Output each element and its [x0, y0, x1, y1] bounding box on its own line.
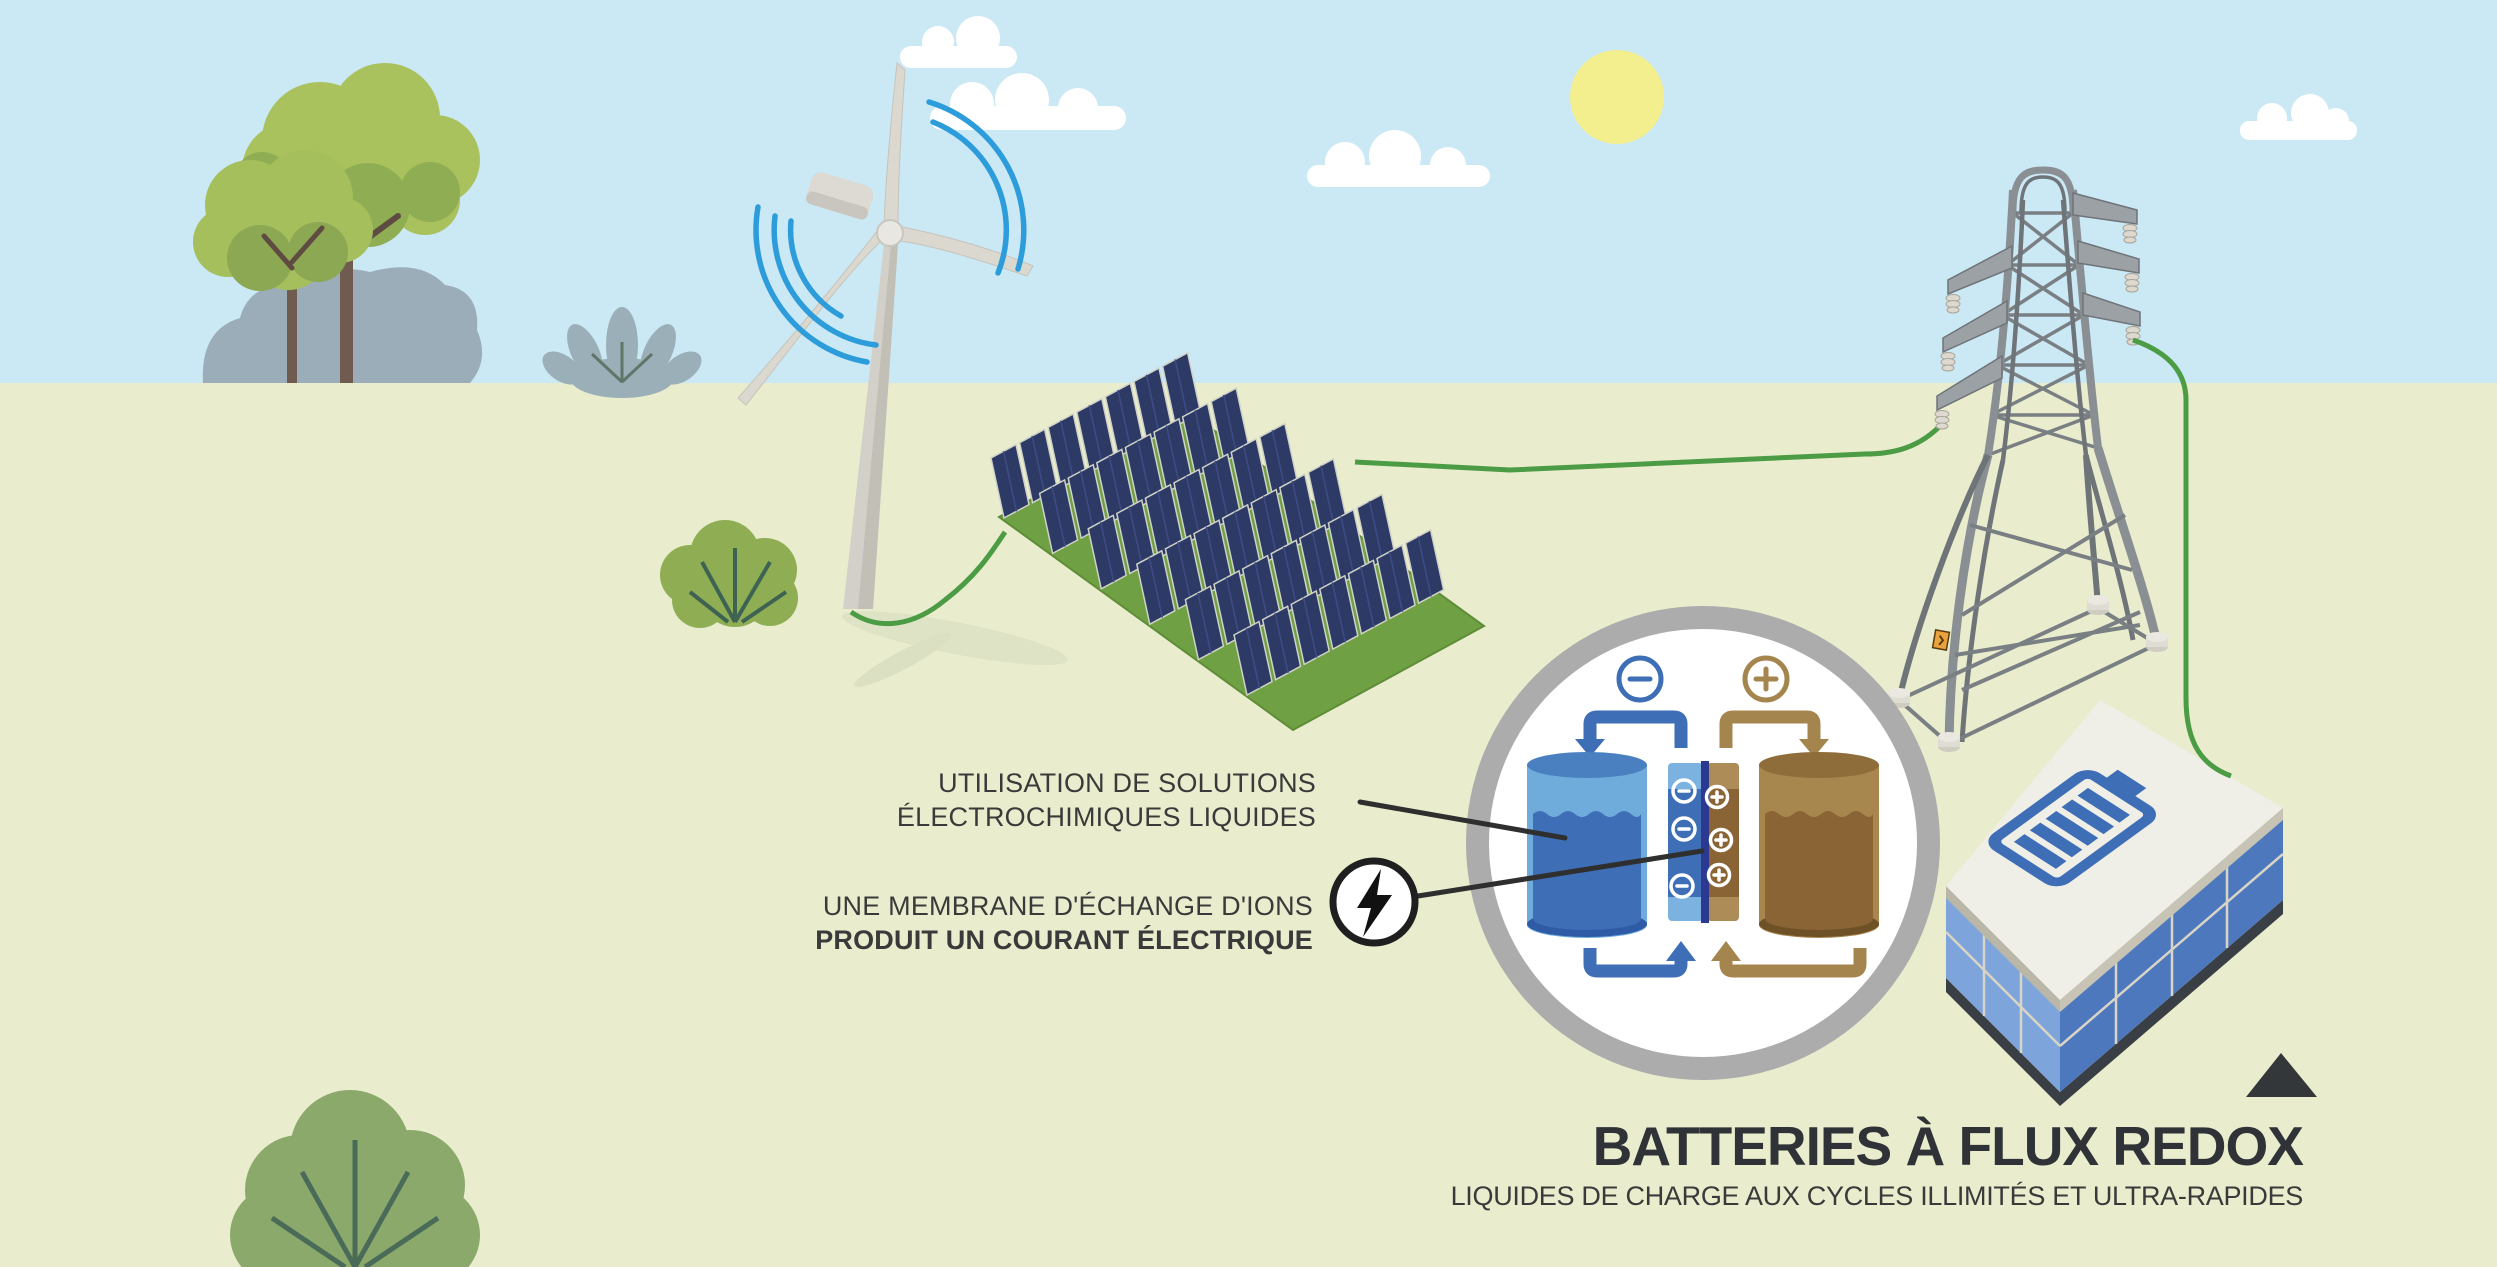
building-roof	[1946, 700, 2283, 1000]
anion-icons	[1669, 778, 1697, 899]
arrow-brown-top	[1719, 710, 1829, 757]
cation-icons	[1704, 784, 1734, 888]
pylon-arms	[1936, 192, 2141, 412]
electrolyte-tank-positive	[1759, 752, 1879, 938]
tree-icon	[193, 150, 373, 383]
pylon-foot	[2146, 632, 2168, 652]
transmission-pylon	[1888, 166, 2168, 752]
warning-sign-icon	[1931, 629, 1951, 651]
pylon-bracing	[1987, 211, 2099, 457]
ion-exchange-membrane	[1701, 761, 1709, 923]
leader-line-solutions	[1357, 799, 1568, 841]
gray-splat-bush	[542, 307, 702, 398]
rotation-arcs-icon	[753, 99, 1027, 365]
wire-solar-to-pylon	[1354, 422, 1944, 473]
cloud-icon	[1307, 130, 1490, 187]
insulator-icon	[2124, 273, 2140, 293]
insulator-icon	[1945, 294, 1961, 314]
annotation-membrane-line1: UNE MEMBRANE D'ÉCHANGE D'IONS	[822, 891, 1313, 921]
plus-terminal-icon	[1742, 655, 1790, 703]
annotation-solutions-line2: ÉLECTROCHIMIQUES LIQUIDES	[896, 802, 1316, 832]
cell-stack	[1668, 761, 1739, 923]
page-subtitle: LIQUIDES DE CHARGE AUX CYCLES ILLIMITÉS …	[1450, 1180, 2304, 1211]
trees	[193, 63, 480, 383]
arrow-blue-bottom	[1583, 941, 1696, 978]
green-bush-large	[230, 1090, 480, 1267]
arrow-brown-bottom	[1711, 941, 1867, 978]
annotation-solutions-line1: UTILISATION DE SOLUTIONS	[938, 768, 1316, 798]
pylon-leg-bracing	[1897, 513, 2159, 746]
pylon-arch-inner	[2019, 175, 2067, 213]
annotation-solutions: UTILISATION DE SOLUTIONS ÉLECTROCHIMIQUE…	[897, 766, 1316, 834]
cloud-icon	[2240, 94, 2357, 140]
turbine-nacelle	[806, 172, 874, 220]
wire-turbine-to-solar	[849, 530, 1008, 627]
up-triangle-icon	[2246, 1053, 2317, 1097]
sun-icon	[1570, 50, 1664, 144]
page-title: BATTERIES À FLUX REDOX	[1592, 1115, 2304, 1177]
solar-array	[990, 352, 1486, 732]
wind-turbine	[737, 61, 1034, 609]
pylon-foot	[1938, 732, 1960, 752]
title-block: BATTERIES À FLUX REDOX LIQUIDES DE CHARG…	[1450, 1115, 2304, 1212]
wire-pylon-to-building	[2132, 337, 2232, 779]
battery-icon	[1988, 769, 2156, 887]
flow-battery-diagram	[1466, 606, 1940, 1080]
turbine-hub	[876, 219, 904, 247]
annotation-membrane-line2: PRODUIT UN COURANT ÉLECTRIQUE	[815, 925, 1313, 955]
arrow-blue-top	[1575, 710, 1688, 757]
insulator-icon	[1934, 410, 1950, 430]
battery-building	[1945, 700, 2284, 1106]
annotation-membrane: UNE MEMBRANE D'ÉCHANGE D'IONS PRODUIT UN…	[815, 889, 1313, 957]
pylon-arch	[2009, 166, 2077, 213]
lightning-icon	[1329, 857, 1419, 947]
insulator-icon	[2122, 224, 2138, 244]
leader-line-membrane	[1415, 848, 1705, 899]
green-bush-small	[660, 520, 798, 628]
electrolyte-tank-negative	[1527, 752, 1647, 938]
turbine-tower-shade	[858, 244, 898, 609]
minus-terminal-icon	[1616, 655, 1664, 703]
cloud-icon	[900, 16, 1017, 68]
insulator-icon	[1940, 352, 1956, 372]
pylon-foot	[2087, 595, 2109, 615]
